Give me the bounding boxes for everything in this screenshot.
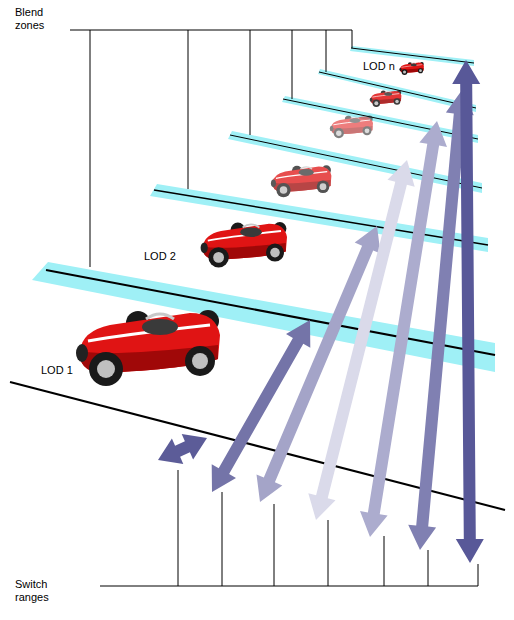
switch-range-arrow [360, 121, 447, 537]
switch-range-arrow [257, 226, 381, 502]
lod-label: LOD n [362, 60, 396, 73]
blend-zones-label: Blend zones [14, 6, 58, 32]
switch-range-arrow [452, 60, 484, 563]
switch-ranges-label: Switch ranges [14, 578, 60, 604]
switch-range-arrow [158, 434, 207, 464]
lod-label: LOD 2 [143, 250, 177, 263]
lod-label: LOD 1 [40, 364, 74, 377]
